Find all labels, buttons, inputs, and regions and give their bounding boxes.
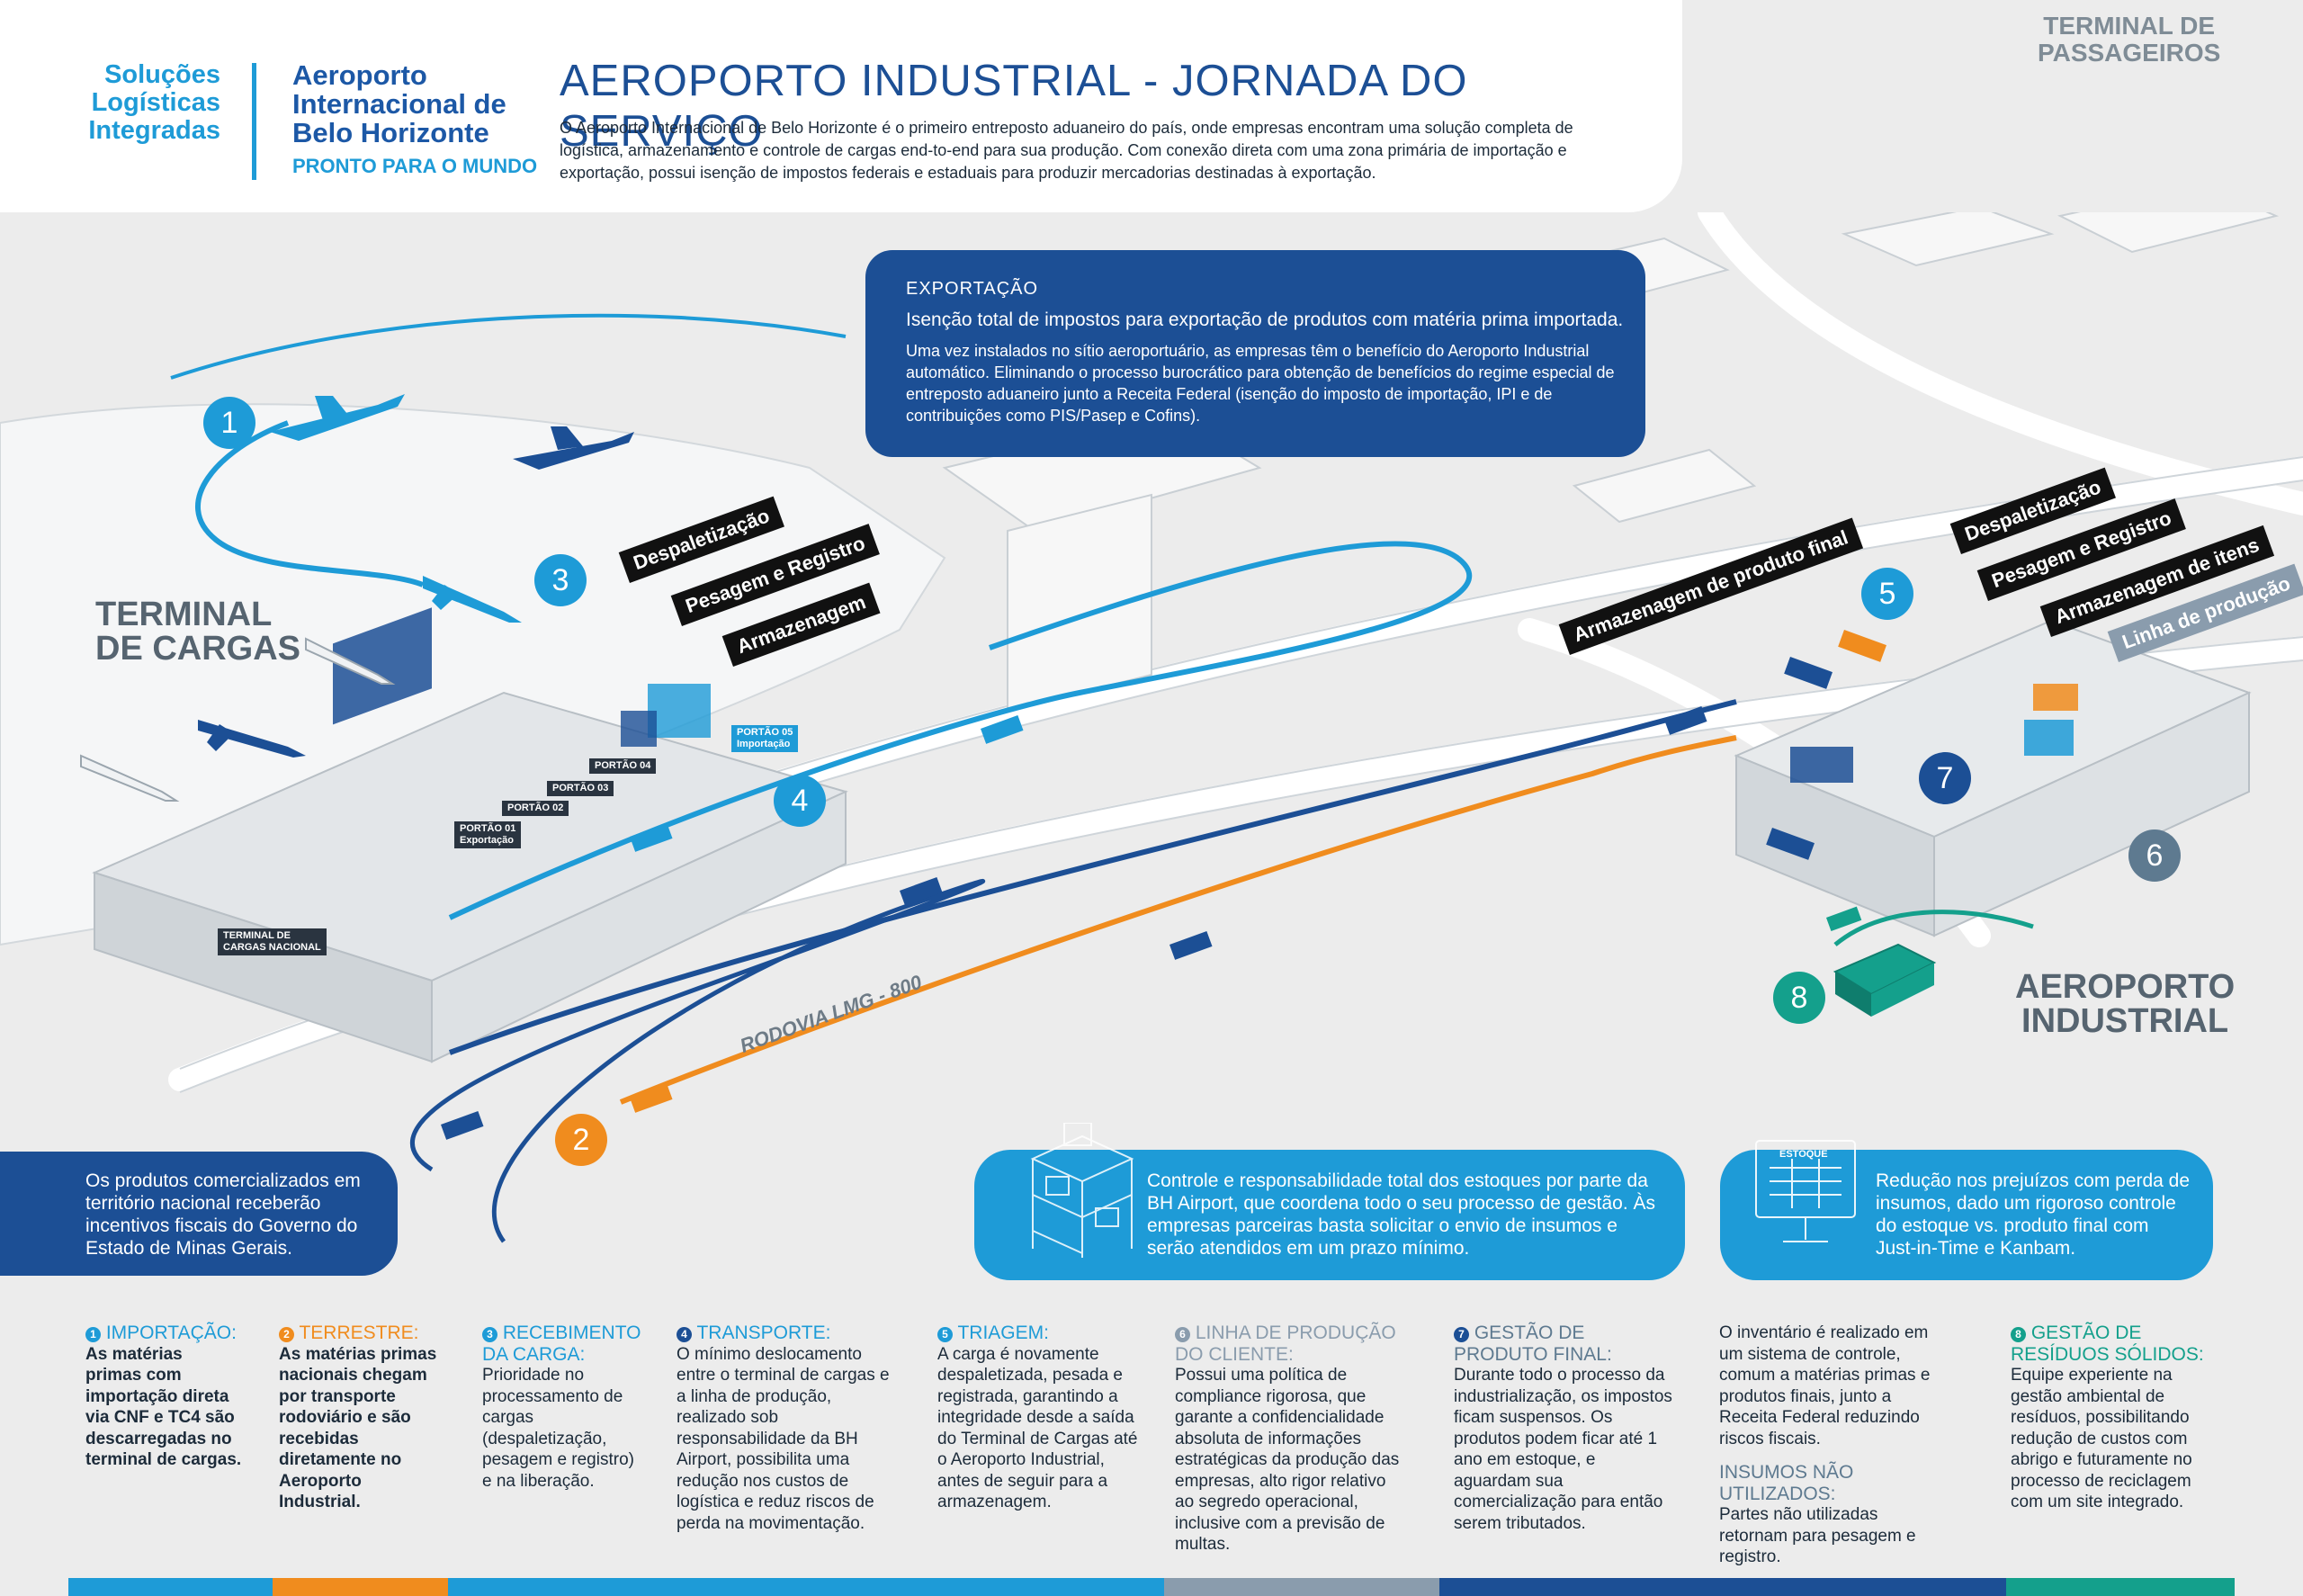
footer-bar-segment: [448, 1578, 1164, 1596]
portao-05-label: PORTÃO 05 Importação: [731, 725, 799, 752]
solucoes-logo: Soluções Logísticas Integradas: [88, 60, 220, 145]
industrial-building: [1734, 619, 2252, 937]
terminal-cargas-nacional-label: TERMINAL DE CARGAS NACIONAL: [218, 928, 327, 955]
step-badge-7: 7: [1919, 752, 1971, 804]
portao-04-label: PORTÃO 04: [589, 758, 657, 774]
route-transport-loop: [448, 541, 1473, 920]
step-8-description: 8 GESTÃO DE RESÍDUOS SÓLIDOS: Equipe exp…: [2011, 1323, 2204, 1511]
route-export-air: [170, 313, 847, 380]
step-badge-3: 3: [534, 554, 587, 606]
monitor-icon: ESTOQUE: [1755, 1140, 1856, 1242]
airplane-icon: [198, 720, 306, 758]
exportacao-body: Uma vez instalados no sítio aeroportuári…: [906, 342, 1615, 425]
exportacao-heading: EXPORTAÇÃO: [906, 279, 1039, 299]
step-badge-1: 1: [203, 397, 255, 449]
incentivos-text: Os produtos comercializados em territóri…: [85, 1170, 361, 1259]
step-badge-2: 2: [555, 1114, 607, 1166]
warehouse-shelf-icon: [1030, 1123, 1134, 1258]
terminal-cargas-label: TERMINAL DE CARGAS: [95, 596, 301, 668]
truck-icon: [1663, 705, 1707, 735]
monitor-label: ESTOQUE: [1779, 1149, 1828, 1160]
incentivos-callout: Os produtos comercializados em territóri…: [0, 1152, 398, 1276]
step-1-description: 1 IMPORTAÇÃO: As matérias primas com imp…: [85, 1323, 242, 1469]
portao-03-label: PORTÃO 03: [547, 781, 614, 796]
route-import-air: [195, 420, 425, 587]
step-2-description: 2 TERRESTRE: As matérias primas nacionai…: [279, 1323, 437, 1511]
route-waste: [1833, 910, 2034, 946]
step-6-description: 6 LINHA DE PRODUÇÃO DO CLIENTE: Possui u…: [1175, 1323, 1400, 1554]
step-badge-8: 8: [1773, 972, 1825, 1024]
inventario-description: O inventário é realizado em um sistema d…: [1719, 1323, 1931, 1566]
step-3-description: 3 RECEBIMENTO DA CARGA: Prioridade no pr…: [482, 1323, 641, 1491]
route-transport-main: [448, 699, 1737, 1055]
airplane-icon: [80, 754, 180, 802]
step-4-description: 4 TRANSPORTE: O mínimo deslocamento entr…: [677, 1323, 890, 1533]
header-panel: Soluções Logísticas Integradas Aeroporto…: [0, 0, 1682, 212]
aeroporto-industrial-label: AEROPORTO INDUSTRIAL: [2015, 968, 2236, 1040]
exportacao-subtitle: Isenção total de impostos para exportaçã…: [906, 309, 1624, 330]
truck-icon: [441, 1110, 484, 1140]
step-7-description: 7 GESTÃO DE PRODUTO FINAL: Durante todo …: [1454, 1323, 1672, 1533]
footer-bar-segment: [1164, 1578, 1439, 1596]
terminal-passageiros-label: TERMINAL DE PASSAGEIROS: [2038, 12, 2221, 67]
logo-divider: [252, 63, 256, 180]
step-badge-6: 6: [2128, 829, 2181, 882]
portao-01-label: PORTÃO 01 Exportação: [454, 821, 522, 848]
portao-02-label: PORTÃO 02: [502, 801, 569, 816]
airplane-icon: [270, 394, 405, 441]
footer-bar-segment: [68, 1578, 273, 1596]
truck-icon: [630, 822, 673, 852]
airplane-icon: [305, 637, 396, 685]
airplane-icon: [513, 426, 634, 470]
exportacao-box: EXPORTAÇÃO Isenção total de impostos par…: [865, 250, 1645, 457]
route-road-long: [409, 878, 985, 1243]
controle-estoques-text: Controle e responsabilidade total dos es…: [1147, 1170, 1656, 1259]
reducao-perdas-callout: ESTOQUE Redução nos prejuízos com perda …: [1720, 1140, 2213, 1280]
footer-bar-segment: [273, 1578, 448, 1596]
airplane-icons: [80, 394, 634, 802]
controle-estoques-callout: Controle e responsabilidade total dos es…: [974, 1123, 1685, 1280]
truck-icon: [981, 714, 1024, 744]
background-buildings: [942, 212, 2280, 713]
truck-icon: [1825, 906, 1862, 932]
airport-logo: Aeroporto Internacional de Belo Horizont…: [292, 59, 506, 148]
footer-bar-segment: [1439, 1578, 2006, 1596]
truck-icon: [630, 1083, 673, 1113]
step-5-description: 5 TRIAGEM: A carga é novamente despaleti…: [937, 1323, 1138, 1511]
reducao-perdas-text: Redução nos prejuízos com perda de insum…: [1876, 1170, 2191, 1259]
step-badge-5: 5: [1861, 568, 1913, 620]
intro-text: O Aeroporto Internacional de Belo Horizo…: [560, 119, 1573, 182]
truck-icon: [1784, 657, 1833, 689]
route-terrestre: [619, 735, 1737, 1105]
truck-icon: [1766, 828, 1815, 860]
truck-icon: [1838, 630, 1886, 662]
truck-icon: [1169, 930, 1213, 960]
airplane-icon: [423, 576, 522, 623]
step-badge-4: 4: [774, 775, 826, 827]
page-title: AEROPORTO INDUSTRIAL - JORNADA DO SERVIÇ…: [560, 57, 1468, 156]
truck-icon: [900, 876, 943, 906]
logo-tagline: PRONTO PARA O MUNDO: [292, 155, 538, 177]
footer-bar-segment: [2006, 1578, 2235, 1596]
truck-icons: [441, 630, 1886, 1140]
